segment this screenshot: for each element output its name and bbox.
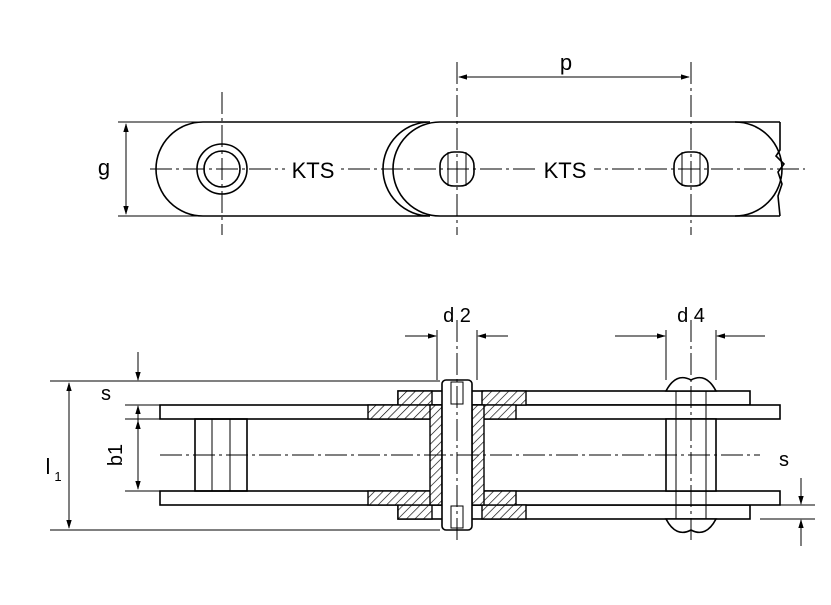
s-right-label: s	[779, 449, 789, 471]
d4-label: d 4	[677, 305, 705, 327]
section-outer-bot-l	[397, 504, 433, 520]
l1-label: l	[46, 454, 51, 479]
pitch-label: p	[560, 50, 572, 75]
s-top-label: s	[101, 383, 111, 405]
section-inner-top-l	[367, 404, 433, 420]
section-view: d 2 d 4 s b1 l 1 s	[46, 305, 815, 546]
pin-end-bottom	[450, 505, 464, 529]
d2-label: d 2	[443, 305, 471, 327]
top-view: p g KTS KTS	[98, 50, 805, 235]
section-outer-top-r	[481, 390, 527, 406]
section-inner-bot-l	[367, 490, 433, 506]
section-outer-top-l	[397, 390, 433, 406]
section-inner-top-r	[481, 404, 517, 420]
pin-end-top	[450, 381, 464, 405]
kts-marking-left: KTS	[292, 158, 335, 183]
kts-marking-right: KTS	[544, 158, 587, 183]
g-label: g	[98, 155, 110, 180]
break-line	[774, 122, 786, 217]
section-inner-bot-r	[481, 490, 517, 506]
b1-label: b1	[105, 444, 127, 466]
outer-plate-outline	[155, 121, 431, 217]
l1-subscript: 1	[54, 469, 61, 484]
section-outer-bot-r	[481, 504, 527, 520]
